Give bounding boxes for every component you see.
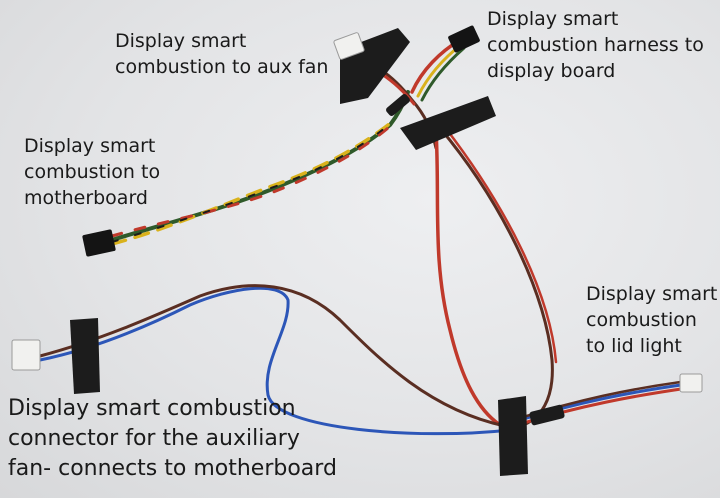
lid-light-connector-icon — [679, 373, 703, 393]
label-motherboard-line-3: motherboard — [24, 187, 148, 209]
label-lid-light-line-1: Display smart — [586, 283, 718, 305]
label-harness-display-board: Display smart combustion harness to disp… — [487, 6, 704, 84]
long-wires — [434, 124, 558, 428]
heat-shrink — [529, 404, 565, 426]
aux-wires — [38, 284, 512, 436]
label-aux-connector-line-3: fan- connects to motherboard — [8, 456, 337, 481]
label-motherboard-line-1: Display smart — [24, 135, 156, 157]
display-board-connector-icon — [448, 25, 480, 53]
label-lid-light-line-2: combustion — [586, 309, 697, 331]
label-harness-line-2: combustion harness to — [487, 34, 704, 56]
label-lid-light-line-3: to lid light — [586, 335, 682, 357]
tape-left — [70, 318, 100, 394]
label-aux-fan-line-1: Display smart — [115, 30, 247, 52]
aux-fan-motherboard-connector-icon — [11, 339, 41, 371]
tape-bottom — [498, 396, 528, 476]
tape-top-center — [400, 96, 496, 150]
label-aux-fan: Display smart combustion to aux fan — [115, 28, 328, 80]
motherboard-connector-icon — [82, 229, 116, 257]
label-lid-light: Display smart combustion to lid light — [586, 281, 717, 359]
twisted-harness — [110, 90, 410, 246]
label-aux-fan-connector: Display smart combustion connector for t… — [8, 394, 337, 484]
label-motherboard: Display smart combustion to motherboard — [24, 133, 160, 211]
label-aux-connector-line-2: connector for the auxiliary — [8, 426, 300, 451]
connectors — [11, 25, 703, 393]
heat-shrink-top — [386, 94, 410, 116]
label-aux-connector-line-1: Display smart combustion — [8, 396, 296, 421]
label-motherboard-line-2: combustion to — [24, 161, 161, 183]
label-aux-fan-line-2: combustion to aux fan — [115, 56, 329, 78]
label-harness-line-1: Display smart — [487, 8, 619, 30]
label-harness-line-3: display board — [487, 60, 616, 82]
aux-fan-connector-icon — [333, 32, 365, 60]
